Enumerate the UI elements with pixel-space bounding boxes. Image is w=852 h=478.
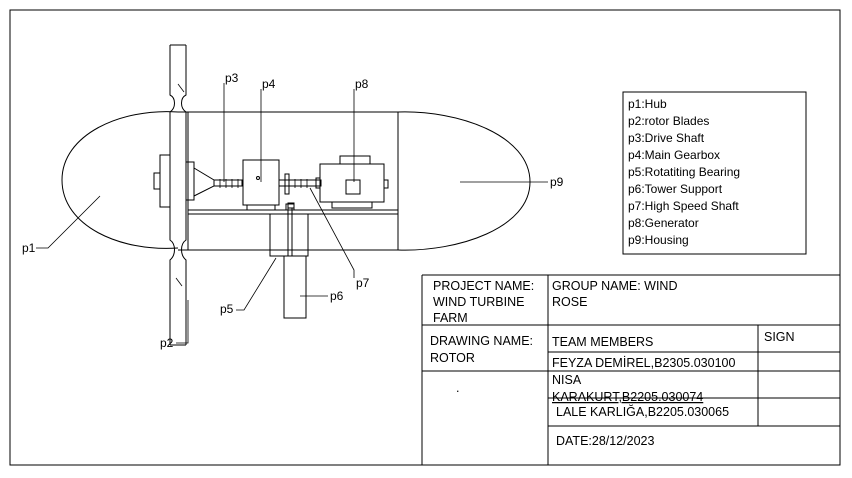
legend-item: p4:Main Gearbox: [628, 148, 720, 162]
group-name-value: ROSE: [552, 295, 587, 309]
project-name-value-2: FARM: [433, 311, 468, 325]
sheet-border: [9, 9, 841, 466]
parts-legend: p1:Hub p2:rotor Blades p3:Drive Shaft p4…: [622, 91, 807, 255]
generator: [315, 155, 389, 209]
title-block: PROJECT NAME: WIND TURBINE FARM GROUP NA…: [421, 274, 840, 465]
tower-support: [269, 203, 309, 319]
legend-item: p3:Drive Shaft: [628, 131, 705, 145]
drawing-name-label: DRAWING NAME:: [430, 334, 533, 348]
label-p8: p8: [355, 77, 369, 91]
legend-item: p7:High Speed Shaft: [628, 199, 739, 213]
label-p4: p4: [262, 77, 276, 91]
high-speed-shaft: [278, 173, 322, 209]
label-p7: p7: [356, 276, 370, 290]
team-members-header: TEAM MEMBERS: [552, 335, 653, 349]
team-member-2-last: KARAKURT,B2205.030074: [552, 390, 703, 404]
team-member-3: LALE KARLIĞA,B2205.030065: [556, 404, 729, 419]
team-member-2-first: NISA: [552, 373, 582, 387]
legend-item: p9:Housing: [628, 233, 689, 247]
legend-item: p6:Tower Support: [628, 182, 723, 196]
rotor-blade: [169, 44, 187, 346]
team-member-1: FEYZA DEMİREL,B2305.030100: [552, 356, 735, 370]
housing: [61, 111, 531, 251]
project-name-value: WIND TURBINE: [433, 295, 524, 309]
sign-header: SIGN: [764, 330, 795, 344]
hub: [153, 154, 195, 208]
legend-item: p8:Generator: [628, 216, 699, 230]
group-name-label: GROUP NAME: WIND: [552, 279, 677, 293]
drawing-name-value: ROTOR: [430, 351, 475, 365]
label-p2: p2: [160, 336, 174, 350]
label-p1: p1: [22, 241, 36, 255]
label-p3: p3: [225, 71, 239, 85]
legend-item: p5:Rotatiting Bearing: [628, 165, 740, 179]
title-block-dot: .: [456, 381, 459, 395]
legend-item: p1:Hub: [628, 97, 667, 111]
legend-item: p2:rotor Blades: [628, 114, 709, 128]
leader-lines: [36, 83, 548, 344]
label-p6: p6: [330, 289, 344, 303]
project-name-label: PROJECT NAME:: [433, 279, 534, 293]
label-p9: p9: [550, 175, 564, 189]
label-p5: p5: [220, 302, 234, 316]
drive-shaft: [193, 167, 243, 197]
date-field: DATE:28/12/2023: [556, 434, 654, 448]
